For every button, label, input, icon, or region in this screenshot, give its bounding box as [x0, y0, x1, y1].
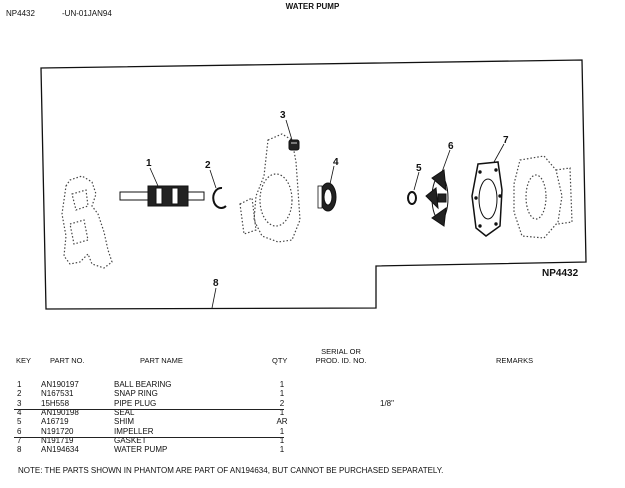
phantom-left-housing [61, 175, 113, 269]
col-serial-line2: PROD. ID. NO. [315, 356, 367, 365]
cell-part-no: 15H558 [41, 398, 70, 408]
leader-lines [149, 119, 505, 309]
col-serial-line1: SERIAL OR [321, 347, 361, 356]
pipe-plug-part [288, 139, 300, 151]
table-row: 3 15H558 PIPE PLUG 2 1/8" [0, 399, 625, 408]
callout-5: 5 [416, 163, 422, 174]
cell-qty: 1 [279, 445, 285, 455]
col-remarks: REMARKS [496, 356, 534, 365]
page-title: WATER PUMP [285, 2, 340, 11]
table-row: 7 N191719 GASKET 1 [0, 436, 625, 445]
cell-part-no: N191719 [41, 435, 74, 445]
ball-bearing-part [119, 185, 205, 207]
col-key: KEY [16, 356, 32, 365]
cell-key: 2 [17, 389, 22, 399]
table-row: 5 A16719 SHIM AR [0, 417, 625, 426]
phantom-right-cover [513, 155, 573, 239]
callout-3: 3 [280, 110, 286, 121]
cell-part-no: N191720 [41, 426, 74, 436]
cell-key: 6 [17, 426, 22, 436]
doc-id: NP4432 [6, 9, 35, 18]
figure-ref-label: NP4432 [542, 268, 579, 279]
callout-1: 1 [146, 158, 152, 169]
shim-part [407, 191, 417, 205]
table-row: 6 N191720 IMPELLER 1 [0, 427, 625, 436]
exploded-diagram: 1 2 3 4 5 6 7 8 NP4432 [40, 59, 587, 310]
cell-part-name: SNAP RING [114, 389, 158, 399]
cell-part-no: AN190198 [41, 407, 79, 417]
col-qty: QTY [272, 356, 288, 365]
cell-part-no: N167531 [41, 389, 74, 399]
cell-qty: 1 [279, 380, 285, 389]
callout-4: 4 [333, 157, 339, 168]
cell-qty: 2 [279, 398, 285, 408]
col-part-no: PART NO. [50, 356, 85, 365]
cell-qty: 1 [279, 435, 285, 445]
impeller-part [425, 169, 449, 227]
cell-part-name: PIPE PLUG [114, 398, 157, 408]
table-row: 1 AN190197 BALL BEARING 1 [0, 380, 625, 389]
cell-part-name: GASKET [114, 435, 147, 445]
cell-key: 7 [17, 435, 22, 445]
gasket-part [471, 161, 503, 237]
cell-key: 4 [17, 407, 22, 417]
cell-part-name: WATER PUMP [114, 445, 168, 455]
phantom-pump-housing [239, 133, 301, 243]
snap-ring-part [212, 186, 227, 209]
callout-8: 8 [213, 278, 219, 289]
diagram-border [40, 59, 587, 310]
table-row: 2 N167531 SNAP RING 1 [0, 389, 625, 398]
row-separator [14, 409, 284, 410]
cell-qty: 1 [279, 407, 285, 417]
cell-remarks: 1/8" [380, 398, 394, 408]
cell-key: 8 [17, 445, 22, 455]
callout-6: 6 [448, 141, 454, 152]
cell-qty: AR [276, 417, 288, 427]
cell-key: 1 [17, 380, 22, 389]
table-row: 8 AN194634 WATER PUMP 1 [0, 445, 625, 454]
cell-qty: 1 [279, 426, 285, 436]
cell-part-name: BALL BEARING [114, 380, 172, 389]
cell-part-name: SHIM [114, 417, 134, 427]
footnote: NOTE: THE PARTS SHOWN IN PHANTOM ARE PAR… [18, 466, 444, 475]
cell-part-name: IMPELLER [114, 426, 154, 436]
cell-part-no: AN190197 [41, 380, 79, 389]
cell-part-no: A16719 [41, 417, 69, 427]
cell-part-no: AN194634 [41, 445, 79, 455]
col-part-name: PART NAME [140, 356, 183, 365]
table-row: 4 AN190198 SEAL 1 [0, 408, 625, 417]
cell-key: 5 [17, 417, 22, 427]
row-separator [14, 437, 284, 438]
cell-key: 3 [17, 398, 22, 408]
cell-part-name: SEAL [114, 407, 135, 417]
callout-7: 7 [503, 135, 509, 146]
callout-2: 2 [205, 160, 211, 171]
doc-code: -UN-01JAN94 [62, 9, 112, 18]
cell-qty: 1 [279, 389, 285, 399]
seal-part [317, 182, 337, 212]
